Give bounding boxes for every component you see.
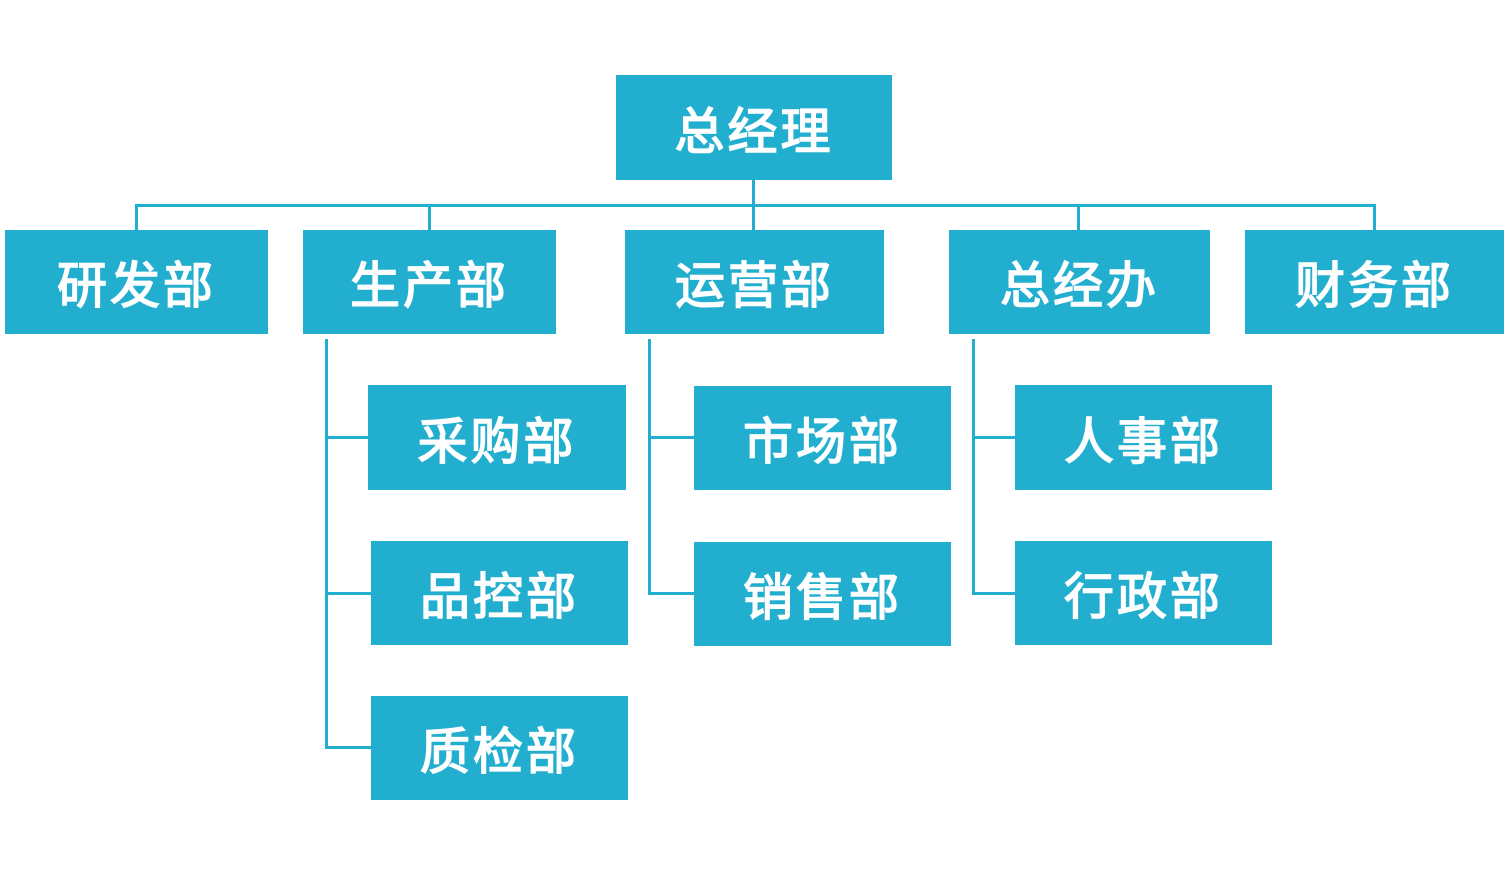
node-quality-control-dept: 品控部 (371, 541, 628, 645)
connector-to-quality-inspection (325, 746, 371, 749)
node-hr-dept: 人事部 (1015, 385, 1272, 490)
node-admin-dept: 行政部 (1015, 541, 1272, 645)
connector-to-marketing (648, 436, 694, 439)
connector-to-admin (972, 592, 1015, 595)
connector-to-production (428, 204, 431, 230)
node-rd-dept: 研发部 (5, 230, 268, 334)
connector-to-sales (648, 592, 694, 595)
node-production-dept: 生产部 (303, 230, 556, 334)
connector-root-down (752, 180, 755, 205)
node-purchasing-dept: 采购部 (368, 385, 626, 490)
node-quality-inspection-dept: 质检部 (371, 696, 628, 800)
connector-to-general-office (1077, 204, 1080, 230)
connector-to-finance (1373, 204, 1376, 230)
connector-to-hr (972, 436, 1015, 439)
node-operations-dept: 运营部 (625, 230, 884, 334)
connector-operations-spine (648, 339, 651, 595)
node-general-office: 总经办 (949, 230, 1210, 334)
connector-to-rd (135, 204, 138, 230)
connector-level1-bar (135, 204, 1376, 207)
connector-to-purchasing (325, 436, 368, 439)
node-finance-dept: 财务部 (1245, 230, 1504, 334)
connector-general-office-spine (972, 339, 975, 595)
node-sales-dept: 销售部 (694, 542, 951, 646)
node-marketing-dept: 市场部 (694, 386, 951, 490)
connector-to-operations (752, 204, 755, 230)
connector-to-quality-control (325, 592, 371, 595)
node-general-manager: 总经理 (616, 75, 892, 180)
connector-production-spine (325, 339, 328, 749)
